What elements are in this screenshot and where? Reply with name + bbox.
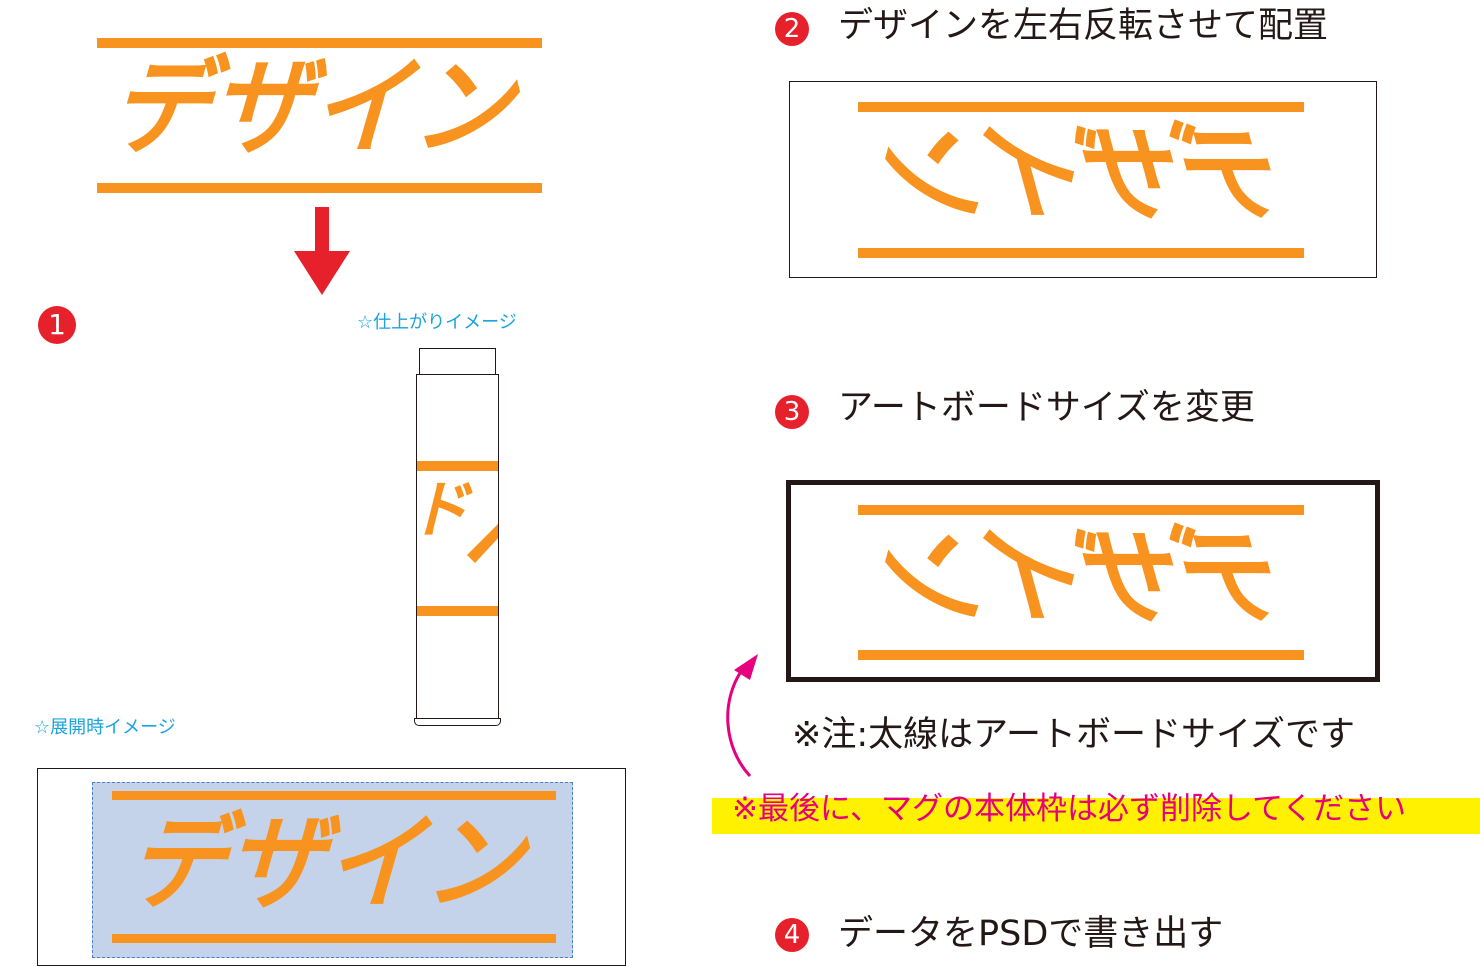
design-text: デザイン [101, 46, 540, 169]
mug-cap [419, 348, 496, 375]
down-arrow-icon [294, 207, 350, 295]
step-3-bottom-line [858, 650, 1304, 660]
step-2-label: デザインを左右反転させて配置 [838, 6, 1329, 46]
design-top-line [97, 38, 542, 48]
mug-design-stroke [467, 524, 498, 563]
print-area: デザイン [92, 782, 573, 958]
step-3-top-line [858, 505, 1304, 515]
step-3-label: アートボードサイズを変更 [838, 388, 1255, 428]
expanded-image-caption: ☆展開時イメージ [34, 717, 176, 738]
step-3-mirrored-design-text: デザイン [866, 516, 1296, 638]
step-2-number: 2 [775, 12, 809, 46]
mug-body: ド [416, 374, 499, 721]
step-2-mirrored-design-text: デザイン [866, 113, 1296, 235]
expanded-top-line [112, 791, 556, 800]
step-1-number: 1 [38, 306, 76, 344]
finished-image-caption: ☆仕上がりイメージ [357, 312, 517, 333]
step-2-bottom-line [858, 248, 1304, 258]
step-2-artboard: デザイン [789, 81, 1377, 278]
artboard-note: ※注:太線はアートボードサイズです [792, 715, 1355, 755]
mug-base [414, 718, 501, 726]
mug-design-top-line [417, 461, 498, 471]
step-4-label: データをPSDで書き出す [838, 914, 1224, 954]
warning-note: ※最後に、マグの本体枠は必ず削除してください [732, 791, 1407, 827]
step-3-number: 3 [775, 395, 809, 429]
expanded-design-text: デザイン [118, 802, 550, 924]
step-2-top-line [858, 102, 1304, 112]
curved-arrow-icon [726, 654, 758, 778]
design-bottom-line [97, 183, 542, 193]
step-4-number: 4 [775, 918, 809, 952]
warning-highlight [712, 798, 1480, 834]
expanded-image-panel: デザイン [37, 768, 626, 966]
mug-design-bottom-line [417, 606, 498, 616]
expanded-bottom-line [112, 934, 556, 943]
step-3-artboard: デザイン [786, 480, 1380, 682]
